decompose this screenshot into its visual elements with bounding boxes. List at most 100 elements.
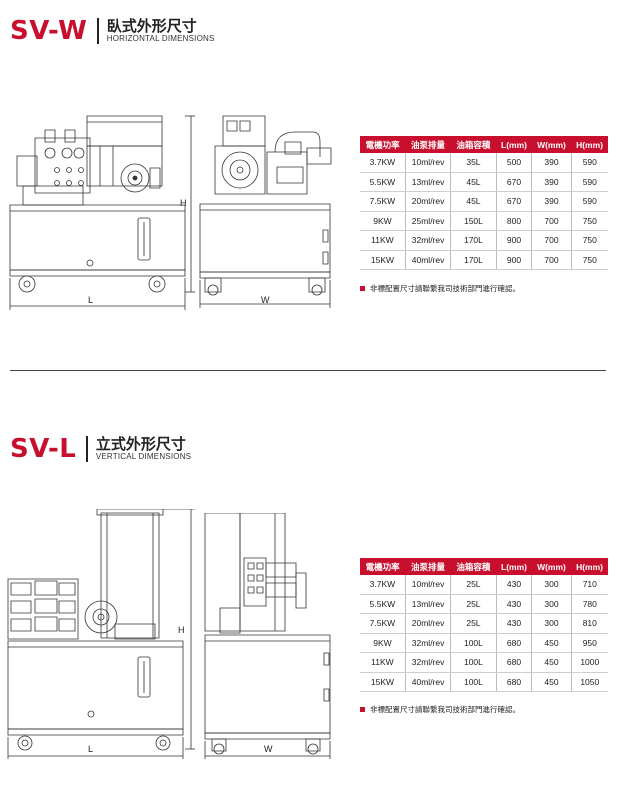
table-row: 15KW 40ml/rev 170L 900 700 750 [360, 250, 608, 270]
table-row: 3.7KW 10ml/rev 35L 500 390 590 [360, 153, 608, 173]
col-header: H(mm) [571, 558, 608, 575]
table-row: 9KW 32ml/rev 100L 680 450 950 [360, 633, 608, 653]
header-divider [97, 18, 99, 44]
table-cell: 500 [496, 153, 533, 173]
table-cell: 700 [531, 250, 572, 270]
table-cell: 35L [450, 153, 497, 173]
section-vertical: SV-L 立式外形尺寸 VERTICAL DIMENSIONS [0, 371, 621, 789]
model-code: SV-W [10, 16, 88, 46]
table-cell: 32ml/rev [405, 633, 452, 653]
table-cell: 300 [531, 613, 572, 634]
table-row: 7.5KW 20ml/rev 25L 430 300 810 [360, 613, 608, 634]
table-cell: 590 [571, 191, 608, 212]
table-cell: 9KW [360, 633, 406, 653]
table-cell: 45L [450, 172, 497, 192]
table-cell: 390 [531, 191, 572, 212]
table-cell: 150L [450, 211, 497, 231]
table-row: 3.7KW 10ml/rev 25L 430 300 710 [360, 575, 608, 595]
section-divider [10, 370, 606, 371]
table-cell: 390 [531, 172, 572, 192]
table-cell: 450 [531, 652, 572, 673]
table-cell: 40ml/rev [405, 250, 452, 270]
section-header-horizontal: SV-W 臥式外形尺寸 HORIZONTAL DIMENSIONS [10, 16, 215, 46]
table-cell: 100L [450, 633, 497, 653]
section-title-en: HORIZONTAL DIMENSIONS [106, 34, 215, 43]
table-cell: 20ml/rev [405, 613, 452, 634]
table-cell: 25ml/rev [405, 211, 452, 231]
table-cell: 680 [496, 672, 533, 692]
table-cell: 10ml/rev [405, 575, 452, 595]
table-cell: 680 [496, 633, 533, 653]
table-cell: 300 [531, 575, 572, 595]
table-cell: 900 [496, 250, 533, 270]
table-cell: 170L [450, 250, 497, 270]
table-cell: 900 [496, 230, 533, 251]
horizontal-side-view-drawing [195, 112, 345, 312]
horizontal-front-view-drawing [5, 108, 195, 313]
table-cell: 670 [496, 172, 533, 192]
table-cell: 9KW [360, 211, 406, 231]
table-row: 15KW 40ml/rev 100L 680 450 1050 [360, 672, 608, 692]
table-row: 5.5KW 13ml/rev 25L 430 300 780 [360, 594, 608, 614]
section-title-cn: 立式外形尺寸 [95, 435, 186, 453]
table-cell: 700 [531, 211, 572, 231]
non-standard-note: 非標配置尺寸請聯繫我司技術部門進行確認。 [360, 283, 520, 294]
table-cell: 780 [571, 594, 608, 614]
table-cell: 430 [496, 613, 533, 634]
table-row: 7.5KW 20ml/rev 45L 670 390 590 [360, 191, 608, 212]
section-title: 立式外形尺寸 VERTICAL DIMENSIONS [96, 436, 191, 462]
table-cell: 5.5KW [360, 172, 406, 192]
table-cell: 590 [571, 153, 608, 173]
bullet-square-icon [360, 707, 365, 712]
col-header: 電機功率 [360, 558, 406, 575]
dimension-w-label: W [264, 744, 273, 754]
col-header: 油箱容積 [450, 136, 497, 153]
table-cell: 710 [571, 575, 608, 595]
table-cell: 700 [531, 230, 572, 251]
table-cell: 670 [496, 191, 533, 212]
table-cell: 430 [496, 594, 533, 614]
spec-table-horizontal: 電機功率 油泵排量 油箱容積 L(mm) W(mm) H(mm) 3.7KW 1… [360, 136, 608, 270]
col-header: L(mm) [496, 136, 532, 153]
note-text: 非標配置尺寸請聯繫我司技術部門進行確認。 [370, 284, 520, 293]
col-header: 油泵排量 [405, 558, 451, 575]
table-cell: 25L [450, 575, 497, 595]
section-title: 臥式外形尺寸 HORIZONTAL DIMENSIONS [107, 18, 215, 44]
table-cell: 100L [450, 652, 497, 673]
table-cell: 13ml/rev [405, 172, 452, 192]
spec-table-vertical: 電機功率 油泵排量 油箱容積 L(mm) W(mm) H(mm) 3.7KW 1… [360, 558, 608, 692]
table-cell: 5.5KW [360, 594, 406, 614]
table-cell: 750 [571, 230, 608, 251]
col-header: W(mm) [531, 136, 572, 153]
vertical-front-view-drawing [3, 509, 198, 759]
table-cell: 810 [571, 613, 608, 634]
table-cell: 11KW [360, 230, 406, 251]
col-header: 電機功率 [360, 136, 406, 153]
table-cell: 3.7KW [360, 153, 406, 173]
model-code: SV-L [10, 434, 77, 464]
header-divider [86, 436, 88, 462]
table-row: 9KW 25ml/rev 150L 800 700 750 [360, 211, 608, 231]
table-cell: 32ml/rev [405, 230, 452, 251]
table-cell: 950 [571, 633, 608, 653]
table-header-row: 電機功率 油泵排量 油箱容積 L(mm) W(mm) H(mm) [360, 136, 608, 153]
table-cell: 20ml/rev [405, 191, 452, 212]
dimension-h-label: H [178, 625, 185, 635]
table-cell: 11KW [360, 652, 406, 673]
table-cell: 13ml/rev [405, 594, 452, 614]
section-header-vertical: SV-L 立式外形尺寸 VERTICAL DIMENSIONS [10, 434, 191, 464]
table-cell: 300 [531, 594, 572, 614]
table-cell: 1000 [571, 652, 608, 673]
dimension-h-label: H [180, 198, 187, 208]
table-cell: 100L [450, 672, 497, 692]
table-header-row: 電機功率 油泵排量 油箱容積 L(mm) W(mm) H(mm) [360, 558, 608, 575]
col-header: 油泵排量 [405, 136, 451, 153]
table-cell: 15KW [360, 672, 406, 692]
table-cell: 7.5KW [360, 191, 406, 212]
table-cell: 25L [450, 594, 497, 614]
table-cell: 680 [496, 652, 533, 673]
table-row: 11KW 32ml/rev 170L 900 700 750 [360, 230, 608, 251]
vertical-side-view-drawing [200, 513, 340, 759]
table-cell: 800 [496, 211, 533, 231]
col-header: L(mm) [496, 558, 532, 575]
